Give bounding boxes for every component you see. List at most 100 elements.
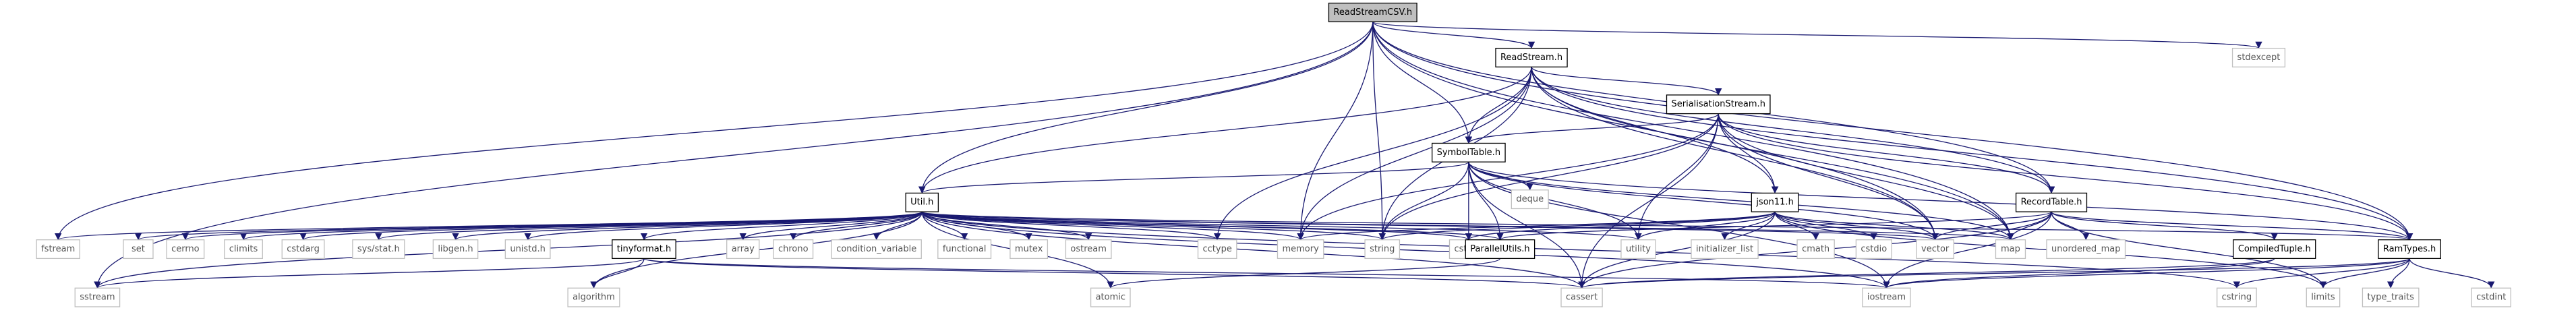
edge-json-to-map (1774, 211, 2014, 241)
node-label: vector (1921, 244, 1950, 254)
node-condvar: condition_variable (831, 239, 922, 260)
edge-symbol-to-utility (1468, 162, 1642, 241)
node-libgen: libgen.h (432, 239, 479, 260)
edge-serial-to-symbol (1465, 113, 1719, 144)
node-box (1432, 142, 1506, 162)
edge-util-to-sysstat (375, 211, 923, 241)
edge-readstream-to-memory (1297, 67, 1532, 241)
node-label: cstdarg (287, 244, 320, 254)
edge-util-to-cerrno (182, 211, 923, 241)
node-atomic: atomic (1090, 287, 1131, 307)
edge-util-to-chrono (790, 211, 923, 241)
edge-symbol-to-ramtypes (1468, 162, 2413, 241)
node-label: cstring (2222, 293, 2252, 303)
node-box (1620, 239, 1656, 260)
node-box (1328, 2, 1417, 22)
node-string: string (1364, 239, 1401, 260)
edge-tinyformat-to-sstream (94, 258, 645, 289)
edge-serial-to-ramtypes (1718, 113, 2413, 241)
node-serial[interactable]: SerialisationStream.h (1666, 94, 1771, 115)
node-label: chrono (778, 244, 809, 254)
node-label: mutex (1015, 244, 1043, 254)
node-box (504, 239, 551, 260)
node-box (2306, 287, 2341, 307)
node-label: algorithm (573, 293, 615, 303)
edge-ramtypes-to-cstring (2233, 258, 2410, 289)
node-compiled[interactable]: CompiledTuple.h (2233, 239, 2316, 260)
node-label: sstream (80, 293, 115, 303)
node-label: climits (229, 244, 258, 254)
edge-ramtypes-to-cassert (1578, 258, 2410, 289)
node-label: ReadStream.h (1500, 53, 1562, 63)
edge-root-to-ramtypes (1372, 22, 2413, 241)
edge-ramtypes-to-iostream (1883, 258, 2410, 289)
node-parallel[interactable]: ParallelUtils.h (1465, 239, 1535, 260)
node-ramtypes[interactable]: RamTypes.h (2378, 239, 2441, 260)
node-label: unordered_map (2051, 244, 2121, 254)
node-box (1855, 239, 1892, 260)
node-label: atomic (1096, 293, 1125, 303)
edge-root-to-map (1372, 22, 2014, 241)
edge-readstream-to-serial (1531, 66, 1722, 96)
node-label: cctype (1203, 244, 1232, 254)
edge-util-to-tinyformat (640, 211, 923, 241)
node-label: utility (1626, 244, 1651, 254)
node-label: cmath (1802, 244, 1829, 254)
node-climits: climits (224, 239, 263, 260)
node-deque: deque (1511, 189, 1549, 210)
edge-tinyformat-to-cassert (643, 258, 1585, 289)
node-box (123, 239, 154, 260)
edge-util-to-ramtypes (921, 211, 2413, 241)
node-box (2233, 239, 2316, 260)
node-label: libgen.h (438, 244, 473, 254)
edge-parallel-to-atomic (1107, 258, 1501, 289)
node-label: map (2001, 244, 2020, 254)
node-initlist: initializer_list (1691, 239, 1759, 260)
node-sysstat: sys/stat.h (352, 239, 405, 260)
node-map: map (1995, 239, 2026, 260)
node-json[interactable]: json11.h (1751, 192, 1799, 212)
node-label: RamTypes.h (2383, 244, 2436, 254)
edge-json-to-initlist (1721, 211, 1776, 241)
node-label: iostream (1867, 293, 1906, 303)
edge-json-to-vector (1774, 211, 1939, 241)
node-fstream: fstream (36, 239, 80, 260)
node-cstdint: cstdint (2471, 287, 2511, 307)
node-label: cerrno (171, 244, 200, 254)
node-box (2046, 239, 2126, 260)
edge-root-to-readstream (1372, 22, 1535, 49)
node-label: deque (1516, 194, 1544, 204)
node-box (937, 239, 992, 260)
edge-json-to-memory (1297, 211, 1776, 241)
node-box (2378, 239, 2441, 260)
node-box (352, 239, 405, 260)
node-label: string (1370, 244, 1395, 254)
node-root[interactable]: ReadStreamCSV.h (1328, 2, 1417, 22)
edge-util-to-map (921, 211, 2014, 241)
node-symbol[interactable]: SymbolTable.h (1432, 142, 1506, 162)
node-box (1009, 239, 1049, 260)
edge-util-to-array (739, 211, 923, 241)
node-label: RecordTable.h (2021, 198, 2082, 208)
edge-root-to-memory (1297, 22, 1374, 241)
node-box (1751, 192, 1799, 212)
node-typetraits: type_traits (2362, 287, 2420, 307)
node-limits: limits (2306, 287, 2341, 307)
node-util[interactable]: Util.h (905, 192, 939, 212)
node-tinyformat[interactable]: tinyformat.h (612, 239, 676, 260)
node-readstream[interactable]: ReadStream.h (1495, 47, 1568, 67)
edge-util-to-functional (921, 211, 968, 241)
node-vector: vector (1916, 239, 1954, 260)
edge-json-to-string (1378, 211, 1776, 241)
node-box (281, 239, 325, 260)
node-label: memory (1282, 244, 1319, 254)
node-box (36, 239, 80, 260)
node-box (1495, 47, 1568, 67)
edge-util-to-cctype (921, 211, 1221, 241)
node-label: Util.h (910, 198, 933, 208)
node-box (1916, 239, 1954, 260)
edge-json-to-cassert (1578, 212, 1776, 289)
node-box (1796, 239, 1835, 260)
node-record[interactable]: RecordTable.h (2015, 192, 2088, 212)
edge-symbol-to-cassert (1468, 162, 1585, 289)
